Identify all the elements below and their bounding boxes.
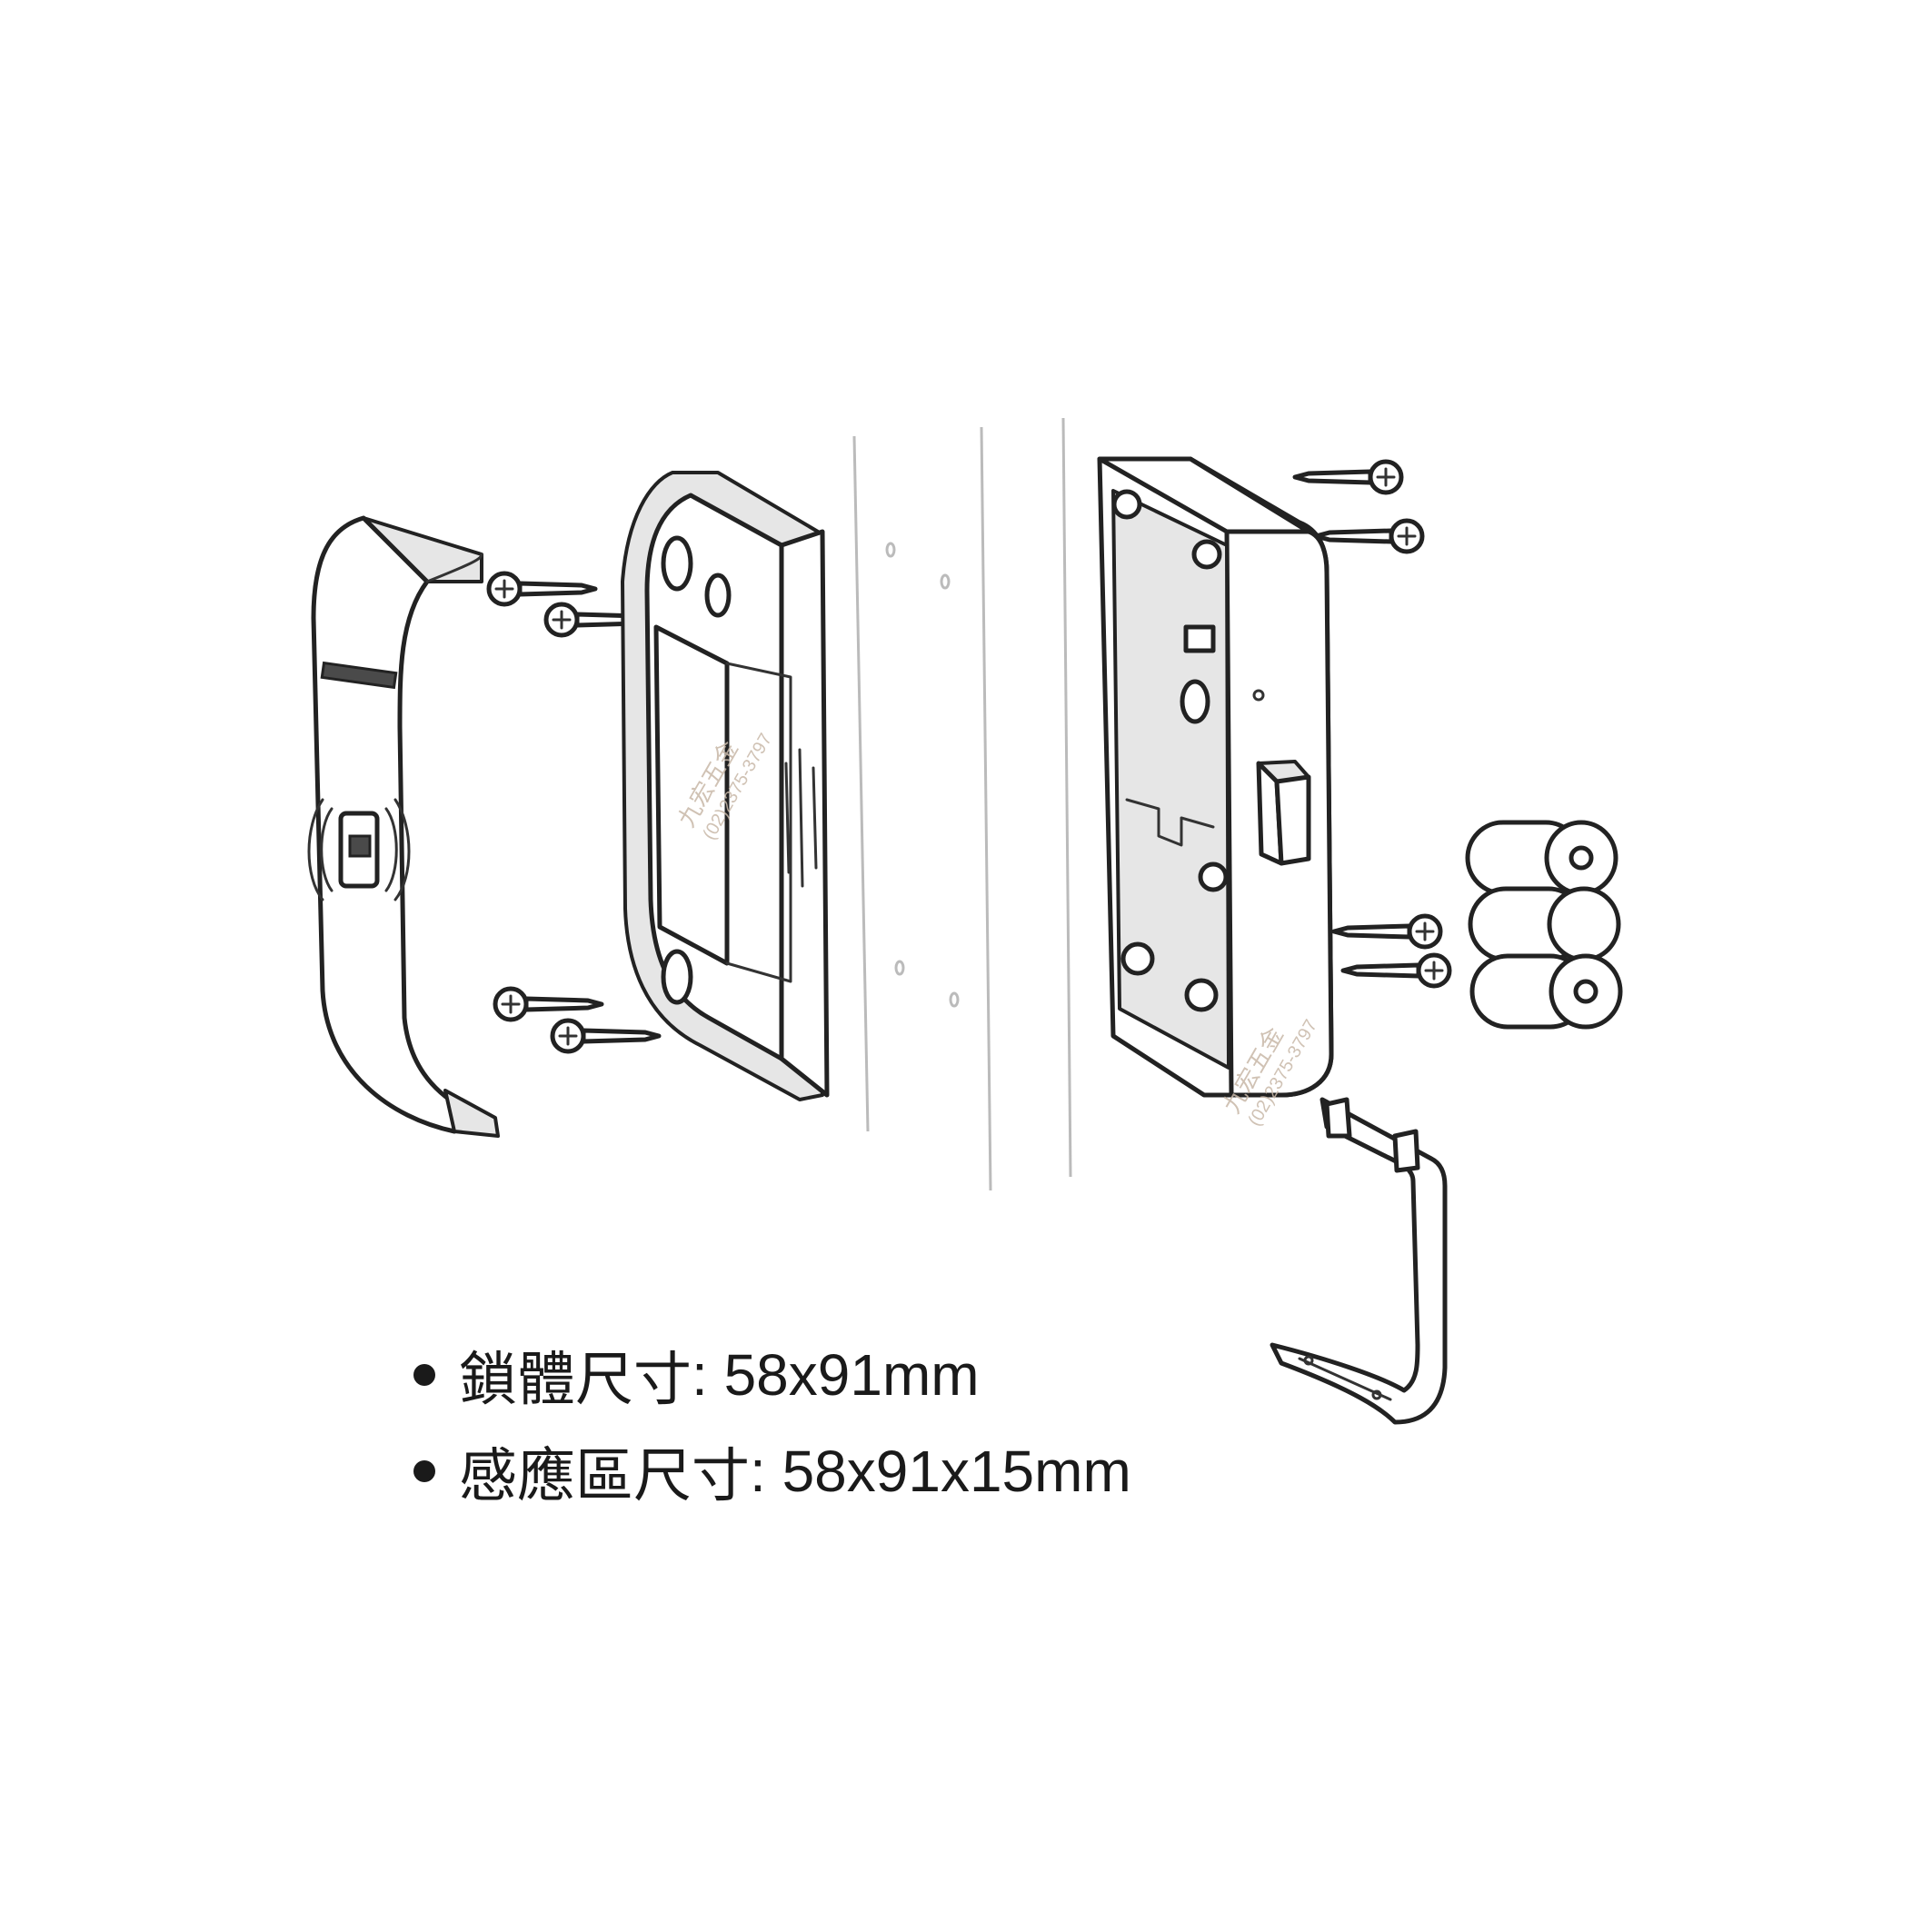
lock-body <box>1097 456 1334 1098</box>
battery-icon <box>1468 886 1621 962</box>
battery-icon <box>1465 820 1618 896</box>
screws <box>486 459 1452 1054</box>
spec-value: 58x91x15mm <box>782 1439 1131 1504</box>
spec-separator: : <box>750 1439 782 1504</box>
latch-bolt <box>1256 760 1311 866</box>
front-cover <box>307 515 500 1138</box>
screw-icon <box>486 571 598 607</box>
screw-icon <box>1292 459 1404 495</box>
spec-label: 鎖體尺寸 <box>459 1347 692 1412</box>
batteries <box>1465 820 1623 1030</box>
spec-list: 鎖體尺寸: 58x91mm 感應區尺寸: 58x91x15mm <box>413 1327 1131 1519</box>
brand-logo <box>320 661 398 690</box>
spec-sensor-size: 感應區尺寸: 58x91x15mm <box>413 1423 1131 1519</box>
card-icon <box>307 798 411 901</box>
door-panel <box>852 417 1072 1191</box>
spec-label: 感應區尺寸 <box>459 1443 750 1509</box>
spec-separator: : <box>692 1342 724 1408</box>
battery-cover <box>1270 1097 1448 1425</box>
mounting-frame <box>621 471 830 1101</box>
screw-icon <box>493 986 604 1022</box>
spec-value: 58x91mm <box>723 1342 980 1408</box>
spec-lock-body-size: 鎖體尺寸: 58x91mm <box>413 1327 1131 1423</box>
battery-icon <box>1469 953 1623 1030</box>
screw-icon <box>550 1018 662 1054</box>
bullet <box>413 1364 435 1386</box>
screw-icon <box>1313 518 1425 554</box>
bullet <box>413 1460 435 1482</box>
screw-icon <box>1331 913 1443 950</box>
screw-icon <box>1340 952 1452 989</box>
